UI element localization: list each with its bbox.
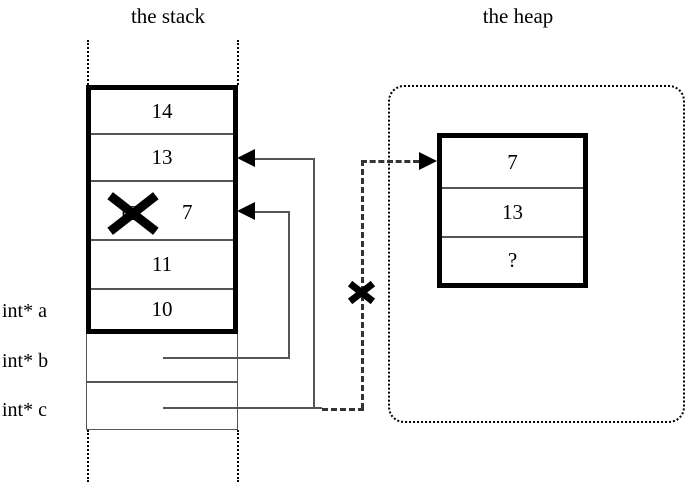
pointer-c-stub [163, 407, 322, 409]
pointer-c-riser [313, 158, 315, 409]
stack-cell-new-value: 7 [182, 200, 193, 224]
pointer-c-run [254, 158, 315, 160]
stack-dotted-line-top-right [237, 40, 239, 85]
label-int-a: int* a [2, 300, 47, 322]
pointer-b-run [254, 211, 290, 213]
pointer-b-riser [288, 211, 290, 359]
stack-cell-11-value: 11 [151, 251, 173, 276]
heap-title: the heap [482, 4, 554, 28]
heap-cell-13: 13 [442, 189, 583, 238]
heap-block: 7 13 ? [437, 133, 588, 288]
stack-frame: 14 13 11 10 [86, 85, 238, 334]
heap-cell-7: 7 [442, 138, 583, 189]
pointer-c-arrowhead [237, 149, 255, 167]
stack-dotted-line-top-left [87, 40, 89, 85]
stack-cell-14: 14 [91, 90, 233, 135]
dashed-pointer-arrowhead [419, 152, 437, 170]
heap-cell-13-value: 13 [502, 199, 523, 224]
dashed-pointer-bottom-segment [322, 408, 364, 411]
pointer-b-arrowhead [237, 202, 255, 220]
stack-pointer-cell-divider [87, 381, 237, 383]
stack-dotted-line-bottom-right [237, 430, 239, 482]
pointer-b-stub [163, 357, 289, 359]
stack-cell-10-value: 10 [151, 296, 173, 321]
stack-dotted-line-bottom-left [87, 430, 89, 482]
stack-cell-11: 11 [91, 241, 233, 290]
label-int-b: int* b [2, 350, 49, 372]
heap-cell-unknown: ? [442, 238, 583, 283]
stack-pointer-cells [86, 334, 238, 430]
stack-title: the stack [130, 4, 206, 28]
heap-region-boundary [388, 85, 685, 423]
stack-cell-old-value: 12 [118, 201, 139, 225]
dashed-pointer-top-segment [361, 160, 419, 163]
stack-cell-10: 10 [91, 290, 233, 329]
heap-cell-unknown-value: ? [507, 247, 518, 272]
heap-cell-7-value: 7 [507, 149, 518, 174]
dashed-pointer-riser [361, 160, 364, 409]
label-int-c: int* c [2, 399, 47, 421]
stack-cell-struck [91, 182, 233, 241]
strike-out-icon-stack-value [104, 192, 162, 235]
stack-cell-14-value: 14 [151, 98, 173, 123]
strike-out-icon-heap-pointer [347, 274, 376, 304]
stack-cell-13-value: 13 [151, 144, 173, 169]
stack-cell-13: 13 [91, 135, 233, 182]
